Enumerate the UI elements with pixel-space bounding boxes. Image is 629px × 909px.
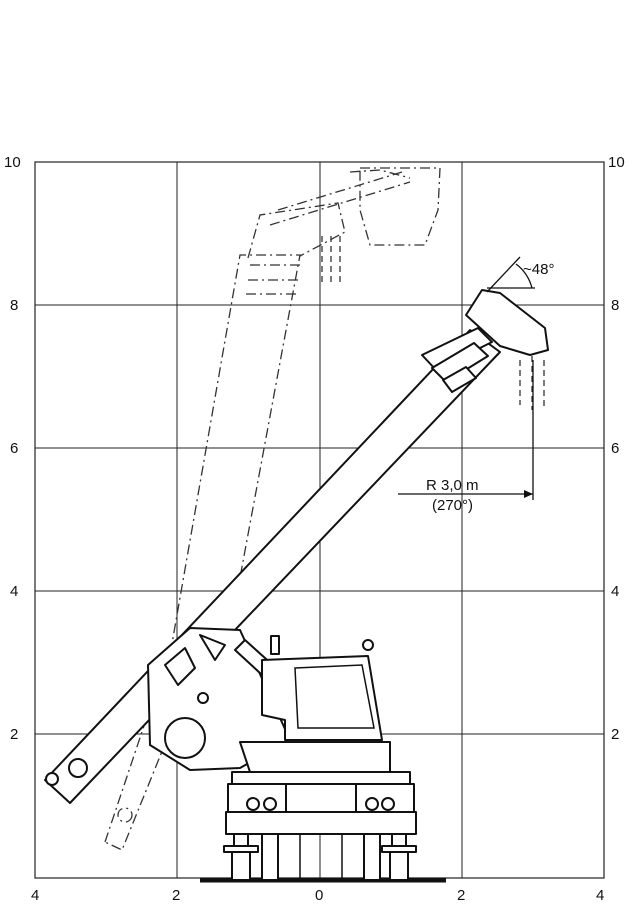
angle-line: [486, 256, 521, 293]
y-tick-right-8: 8: [611, 297, 619, 314]
radius-label: R 3,0 m: [426, 477, 479, 494]
operator-cab: [261, 635, 383, 741]
y-tick-left-10: 10: [4, 154, 21, 171]
y-tick-left-4: 4: [10, 583, 18, 600]
ghost-basket: [269, 167, 441, 246]
y-tick-left-2: 2: [10, 726, 18, 743]
y-tick-left-8: 8: [10, 297, 18, 314]
ghost-boom-vertical: [159, 202, 346, 713]
y-tick-left-6: 6: [10, 440, 18, 457]
center-supports: [261, 833, 381, 881]
x-tick-2-left: 2: [172, 887, 180, 904]
outrigger-right: [381, 833, 417, 881]
y-tick-right-10: 10: [608, 154, 625, 171]
outrigger-left: [223, 833, 259, 881]
angle-label: ~48°: [523, 261, 554, 278]
x-tick-2-right: 2: [457, 887, 465, 904]
y-tick-right-6: 6: [611, 440, 619, 457]
x-tick-4-right: 4: [596, 887, 604, 904]
y-tick-right-4: 4: [611, 583, 619, 600]
chassis: [225, 783, 417, 835]
x-tick-0: 0: [315, 887, 323, 904]
y-tick-right-2: 2: [611, 726, 619, 743]
radius-arrow: [524, 490, 533, 498]
turret-base: [231, 741, 411, 785]
radius-angle-label: (270°): [432, 497, 473, 514]
angle-arc: [515, 263, 533, 289]
boom-head: [465, 289, 549, 410]
x-tick-4-left: 4: [31, 887, 39, 904]
